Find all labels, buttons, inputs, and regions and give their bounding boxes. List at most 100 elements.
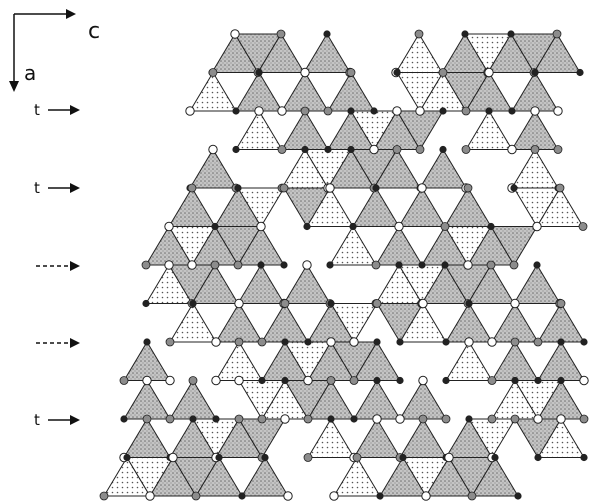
filled-atom <box>189 415 196 422</box>
twin-marker: t <box>34 179 80 197</box>
open-atom <box>445 453 453 461</box>
dotted-triangle <box>446 342 492 381</box>
grey-atom <box>488 377 496 385</box>
stippled-triangle <box>354 381 400 420</box>
filled-atom <box>485 107 492 114</box>
open-atom <box>554 107 562 115</box>
grey-atom <box>468 492 476 500</box>
marker-arrowhead <box>70 105 80 115</box>
grey-atom <box>553 30 561 38</box>
grey-atom <box>258 415 266 423</box>
grey-atom <box>211 261 219 269</box>
open-atom <box>370 145 378 153</box>
stippled-triangle <box>282 111 328 150</box>
stippled-triangle <box>354 419 400 458</box>
grey-atom <box>281 300 289 308</box>
dotted-triangle <box>190 73 236 112</box>
filled-atom <box>533 261 540 268</box>
filled-atom <box>514 492 521 499</box>
dotted-triangle <box>512 150 558 189</box>
open-atom <box>146 492 154 500</box>
filled-atom <box>441 261 448 268</box>
filled-atom <box>557 377 564 384</box>
open-atom <box>327 338 335 346</box>
filled-atom <box>442 338 449 345</box>
open-atom <box>212 376 220 384</box>
grey-atom <box>487 261 495 269</box>
open-atom <box>304 376 312 384</box>
open-atom <box>464 261 472 269</box>
filled-atom <box>350 415 357 422</box>
grey-atom <box>511 415 519 423</box>
filled-atom <box>370 107 377 114</box>
stippled-triangle <box>124 342 170 381</box>
a-axis-label: a <box>24 61 36 85</box>
grey-atom <box>531 146 539 154</box>
open-atom <box>395 222 403 230</box>
filled-atom <box>232 146 239 153</box>
a-axis-arrowhead <box>9 81 19 92</box>
filled-atom <box>212 415 219 422</box>
dotted-triangle <box>334 458 380 497</box>
open-atom <box>396 415 404 423</box>
open-atom <box>255 107 263 115</box>
open-atom <box>165 261 173 269</box>
marker-arrowhead <box>70 415 80 425</box>
filled-atom <box>531 69 538 76</box>
filled-atom <box>349 223 356 230</box>
filled-atom <box>580 338 587 345</box>
twin-marker <box>36 261 80 271</box>
twin-marker: t <box>34 411 80 429</box>
twin-marker: t <box>34 101 80 119</box>
stippled-triangle <box>376 227 422 266</box>
filled-atom <box>507 30 514 37</box>
grey-atom <box>462 107 470 115</box>
open-atom <box>533 222 541 230</box>
grey-atom <box>304 415 312 423</box>
filled-atom <box>261 454 268 461</box>
stippled-triangle <box>170 381 216 420</box>
stippled-triangle <box>304 34 350 73</box>
grey-atom <box>393 146 401 154</box>
stippled-triangle <box>216 304 262 343</box>
grey-atom <box>511 338 519 346</box>
grey-atom <box>419 415 427 423</box>
grey-atom <box>373 300 381 308</box>
dotted-triangle <box>216 342 262 381</box>
stippled-triangle <box>169 188 215 227</box>
filled-atom <box>327 415 334 422</box>
open-atom <box>373 415 381 423</box>
open-atom <box>393 107 401 115</box>
grey-atom <box>464 184 472 192</box>
open-atom <box>531 107 539 115</box>
marker-arrowhead <box>70 183 80 193</box>
filled-atom <box>301 146 308 153</box>
filled-atom <box>395 261 402 268</box>
grey-atom <box>415 30 423 38</box>
twin-marker <box>36 338 80 348</box>
open-atom <box>580 376 588 384</box>
grey-atom <box>554 146 562 154</box>
grey-atom <box>324 107 332 115</box>
open-atom <box>165 222 173 230</box>
filled-atom <box>120 415 127 422</box>
filled-atom <box>439 107 446 114</box>
filled-atom <box>534 377 541 384</box>
grey-atom <box>235 338 243 346</box>
stippled-triangle <box>400 381 446 420</box>
grey-atom <box>166 415 174 423</box>
open-atom <box>169 453 177 461</box>
filled-atom <box>373 377 380 384</box>
stippled-triangle <box>512 111 558 150</box>
dotted-triangle <box>396 34 442 73</box>
open-atom <box>235 376 243 384</box>
filled-atom <box>257 261 264 268</box>
stippled-triangle <box>445 188 491 227</box>
grey-atom <box>439 69 447 77</box>
grey-atom <box>234 261 242 269</box>
filled-atom <box>232 107 239 114</box>
filled-atom <box>399 454 406 461</box>
open-atom <box>419 299 427 307</box>
filled-atom <box>238 492 245 499</box>
